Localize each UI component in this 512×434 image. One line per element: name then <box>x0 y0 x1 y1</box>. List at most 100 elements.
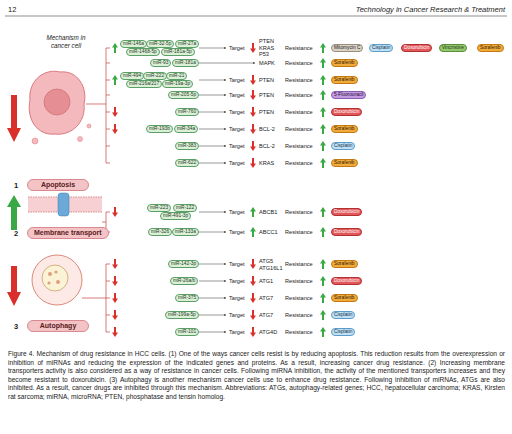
gene-label: ATG4D <box>259 329 279 336</box>
node-text: Doxorubicin <box>334 278 359 283</box>
drug-pill: Sorafenib <box>331 260 358 268</box>
node-text: miR-93 <box>153 60 168 65</box>
node-text: miR-222 <box>146 73 164 78</box>
increase-arrow <box>112 43 118 53</box>
node-text: Sorafenib <box>480 45 501 50</box>
node-text: miR-101 <box>178 329 196 334</box>
decrease-arrow <box>112 276 118 286</box>
autophagy-cell <box>32 255 82 305</box>
node-text: Sorafenib <box>334 295 355 300</box>
increase-arrow <box>250 207 256 217</box>
mirna-pill: miR-205-5p <box>168 91 199 99</box>
drug-pill: Cisplatin <box>331 142 355 150</box>
mirna-pill: miR-1468-5p <box>126 48 160 56</box>
mirna-pill: miR-326 <box>148 228 172 236</box>
resistance-label: Resistance <box>285 109 313 115</box>
pointer-line <box>199 232 226 233</box>
increase-arrow <box>320 207 326 217</box>
gene-label: PTEN KRAS P53 <box>259 38 279 58</box>
increase-arrow <box>320 310 326 320</box>
resistance-label: Resistance <box>285 126 313 132</box>
pointer-line <box>199 63 255 64</box>
drug-pill: Doxorubicin <box>331 228 362 236</box>
node-text: miR-19a-3p <box>165 81 190 86</box>
resistance-label: Resistance <box>285 92 313 98</box>
mirna-pill: miR-494 <box>120 72 144 80</box>
increase-arrow <box>320 327 326 337</box>
node-text: Sorafenib <box>334 60 355 65</box>
node-text: miR-1468-5p <box>129 49 157 54</box>
node-text: Mitomycin C <box>334 45 360 50</box>
pointer-line <box>199 315 226 316</box>
decrease-arrow <box>250 327 256 337</box>
cancer-cell <box>29 71 85 134</box>
node-text: Doxorubicin <box>404 45 429 50</box>
target-label: Target <box>229 77 245 83</box>
increase-arrow <box>320 158 326 168</box>
decrease-arrow <box>250 259 256 269</box>
mechanism-band: Membrane transport <box>27 227 109 239</box>
decrease-arrow <box>250 293 256 303</box>
node-text: miR-622 <box>178 160 196 165</box>
node-text: Cisplatin <box>334 312 352 317</box>
mirna-pill: miR-181a <box>172 59 199 67</box>
drug-pill: Sorafenib <box>331 159 358 167</box>
mirna-pill: miR-21 <box>166 72 187 80</box>
mirna-pill: miR-32-5p <box>146 40 174 48</box>
callout-number: 2 <box>14 229 18 238</box>
drug-pill: Cisplatin <box>331 328 355 336</box>
pointer-line <box>199 80 226 81</box>
resistance-label: Resistance <box>285 45 313 51</box>
drug-pill: Mitomycin C <box>331 44 363 52</box>
increase-arrow <box>320 58 326 68</box>
page-number: 12 <box>8 5 16 14</box>
group-bracket <box>106 48 110 163</box>
target-label: Target <box>229 261 245 267</box>
node-text: miR-181a <box>175 60 196 65</box>
cell-fragment <box>32 138 38 144</box>
gene-label: ATG5 ATG16L1 <box>259 258 279 271</box>
node-text: 5-Fluorouracil <box>334 92 363 97</box>
drug-pill: Cisplatin <box>369 44 393 52</box>
increase-arrow <box>320 227 326 237</box>
decrease-arrow <box>112 259 118 269</box>
decrease-arrow <box>250 310 256 320</box>
mirna-pill: miR-26a/b <box>170 277 198 285</box>
drug-pill: Doxorubicin <box>331 108 362 116</box>
gene-label: ABCC1 <box>259 229 279 236</box>
drug-pill: Doxorubicin <box>401 44 432 52</box>
decrease-arrow <box>250 276 256 286</box>
mirna-pill: miR-181a-5p <box>161 48 195 56</box>
node-text: Cisplatin <box>372 45 390 50</box>
mirna-pill: miR-142-3p <box>168 260 199 268</box>
decrease-arrow <box>250 158 256 168</box>
decrease-arrow <box>112 327 118 337</box>
resistance-label: Resistance <box>285 312 313 318</box>
decrease-arrow <box>112 310 118 320</box>
target-pointers <box>199 48 255 332</box>
target-label: Target <box>229 329 245 335</box>
figure-caption: Figure 4. Mechanism of drug resistance i… <box>8 350 505 402</box>
vesicle-content <box>54 270 57 273</box>
node-text: miR-193b <box>149 126 170 131</box>
mirna-pill: miR-122 <box>173 204 197 212</box>
node-text: Doxorubicin <box>334 109 359 114</box>
node-text: miR-142-3p <box>171 261 196 266</box>
leader-line <box>86 104 106 105</box>
mirna-pill: miR-27a <box>175 40 199 48</box>
mirna-pill: miR-375 <box>175 294 199 302</box>
increase-arrow <box>320 124 326 134</box>
mirna-pill: miR-223 <box>147 204 171 212</box>
gene-label: PTEN <box>259 109 279 116</box>
node-text: Membrane transport <box>34 229 102 236</box>
drug-pill: Doxorubicin <box>331 208 362 216</box>
increase-arrow <box>112 75 118 85</box>
gene-label: PTEN <box>259 77 279 84</box>
mechanism-band: Autophagy <box>27 320 89 332</box>
node-text: miR-205-5p <box>171 92 196 97</box>
increase-arrow <box>250 227 256 237</box>
mirna-pill: miR-491-3p <box>160 212 191 220</box>
decrease-arrow <box>7 266 21 306</box>
mechanism-band: Apoptosis <box>27 179 89 191</box>
